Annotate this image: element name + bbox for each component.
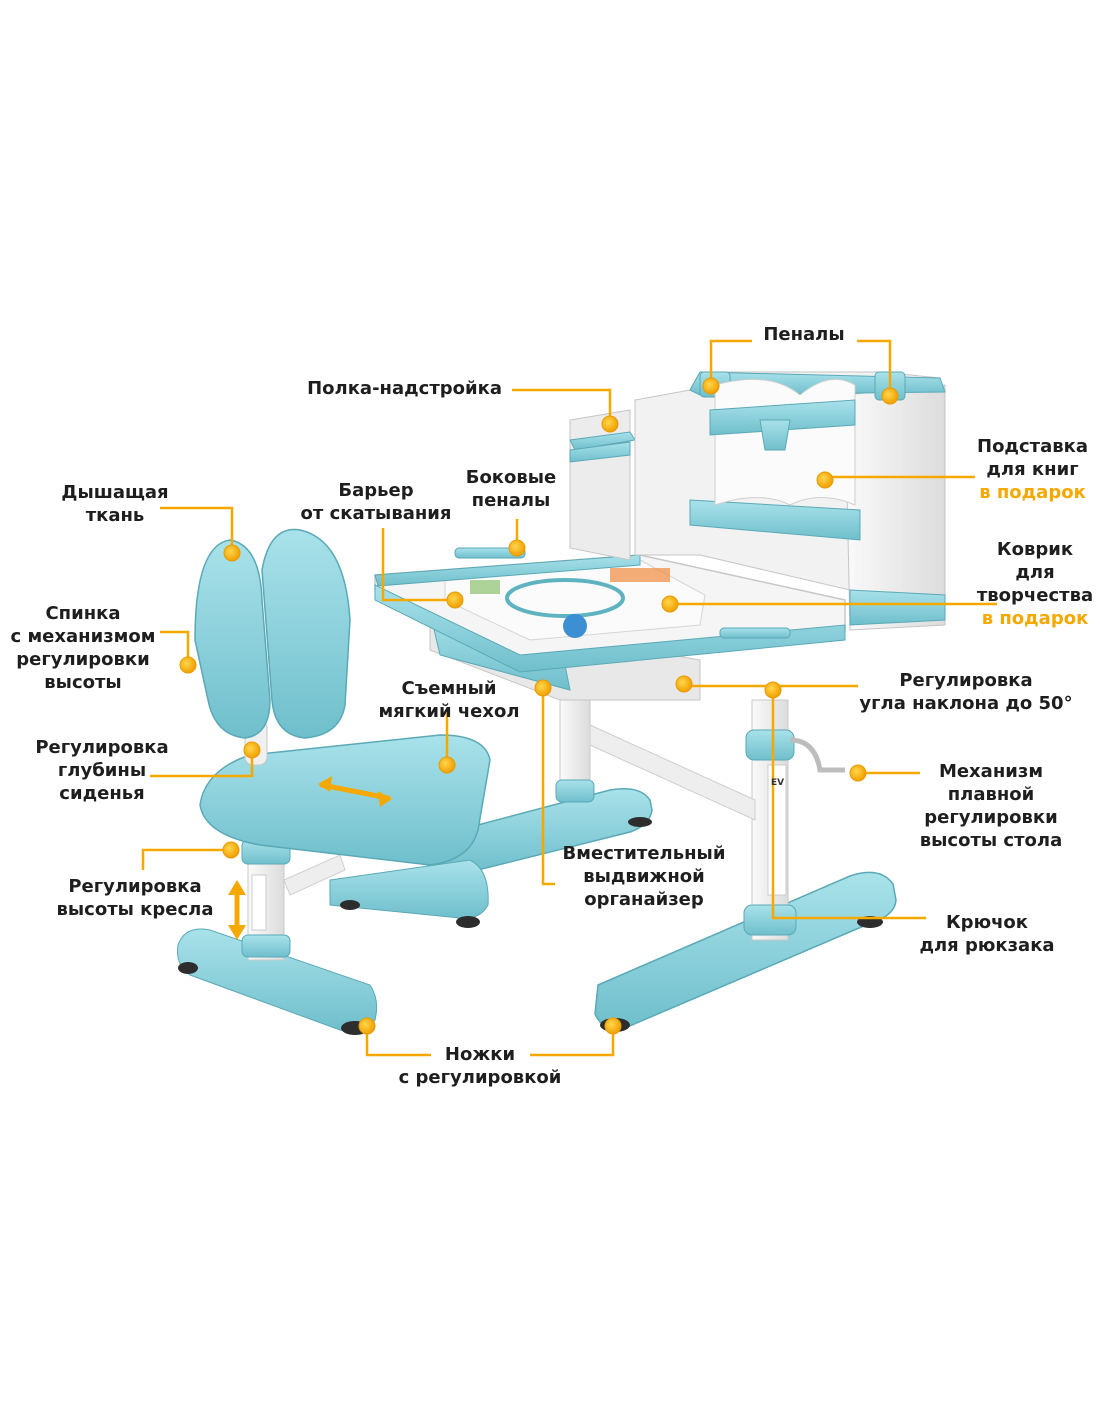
marker-dot-podstavka: [816, 471, 834, 489]
label-bokovye-line-2: пеналы: [471, 490, 551, 511]
label-podstavka-gift: в подарок: [979, 482, 1086, 503]
anti-roll-barrier: [374, 554, 641, 587]
label-spinka-line-3: регулировки: [16, 649, 150, 670]
label-spinka-line-2: с механизмом: [10, 626, 156, 647]
chair-backrest-left: [194, 539, 271, 739]
label-dyshashchaya-tkan: Дышащая ткань: [50, 481, 180, 527]
label-nozhki-line-1: Ножки: [444, 1044, 516, 1065]
label-chehol-line-1: Съемный: [401, 678, 497, 699]
crank-handle: [789, 737, 845, 773]
side-pencil-tray: [454, 547, 526, 559]
seat-depth-arrow: [319, 782, 391, 801]
label-organizer: Вместительный выдвижной органайзер: [556, 842, 732, 911]
marker-dot-kreslo: [222, 841, 240, 859]
marker-dot-nozhki-right: [604, 1017, 622, 1035]
label-penaly: Пеналы: [755, 323, 853, 346]
marker-dot-dyshashchaya: [223, 544, 241, 562]
marker-dot-organizer: [534, 679, 552, 697]
label-organizer-line-3: органайзер: [584, 889, 704, 910]
label-barier-line-1: Барьер: [338, 480, 414, 501]
label-chehol: Съемный мягкий чехол: [375, 677, 523, 723]
label-glubina-line-3: сиденья: [59, 783, 145, 804]
marker-dot-kovrik: [661, 595, 679, 613]
marker-dot-spinka: [179, 656, 197, 674]
label-kovrik-line-3: творчества: [976, 585, 1094, 606]
label-kryuchok-line-2: для рюкзака: [919, 935, 1055, 956]
label-naklon: Регулировка угла наклона до 50°: [858, 669, 1074, 715]
label-mehanizm: Механизм плавной регулировки высоты стол…: [915, 760, 1067, 852]
label-glubina-line-2: глубины: [57, 760, 147, 781]
chair-backrest-right: [261, 528, 351, 739]
marker-dot-barier: [446, 591, 464, 609]
label-organizer-line-1: Вместительный: [562, 843, 726, 864]
label-penaly-line-1: Пеналы: [763, 324, 845, 345]
label-polka-nadstroyka: Полка-надстройка: [290, 377, 502, 400]
label-mehanizm-line-1: Механизм: [938, 761, 1044, 782]
label-spinka-line-4: высоты: [44, 672, 122, 693]
label-kreslo: Регулировка высоты кресла: [50, 875, 220, 921]
label-barier: Барьер от скатывания: [300, 479, 452, 525]
label-organizer-line-2: выдвижной: [583, 866, 705, 887]
label-kovrik: Коврик для творчества в подарок: [972, 538, 1098, 630]
label-barier-line-2: от скатывания: [300, 503, 452, 524]
marker-dot-bokovye: [508, 539, 526, 557]
marker-dot-glubina: [243, 741, 261, 759]
label-glubina-line-1: Регулировка: [35, 737, 169, 758]
label-dyshashchaya-line-2: ткань: [85, 505, 145, 526]
marker-dot-penaly-right: [881, 387, 899, 405]
label-chehol-line-2: мягкий чехол: [378, 701, 520, 722]
label-kryuchok-line-1: Крючок: [945, 912, 1029, 933]
label-nozhki-line-2: с регулировкой: [398, 1067, 562, 1088]
label-spinka: Спинка с механизмом регулировки высоты: [8, 602, 158, 694]
label-naklon-line-2: угла наклона до 50°: [859, 693, 1073, 714]
label-kovrik-line-2: для: [1015, 562, 1055, 583]
label-bokovye-line-1: Боковые: [465, 467, 557, 488]
label-mehanizm-line-4: высоты стола: [919, 830, 1063, 851]
label-bokovye-penaly: Боковые пеналы: [460, 466, 562, 512]
marker-dot-mehanizm: [849, 764, 867, 782]
label-kovrik-gift: в подарок: [981, 608, 1089, 629]
label-polka-line-1: Полка-надстройка: [307, 378, 502, 399]
label-kreslo-line-2: высоты кресла: [56, 899, 214, 920]
label-mehanizm-line-3: регулировки: [924, 807, 1058, 828]
marker-dot-naklon: [675, 675, 693, 693]
chair: [177, 528, 491, 1035]
label-nozhki: Ножки с регулировкой: [390, 1043, 570, 1089]
label-podstavka-line-2: для книг: [986, 459, 1079, 480]
label-mehanizm-line-2: плавной: [947, 784, 1035, 805]
book-stand: [709, 378, 856, 506]
marker-dot-kryuchok: [764, 681, 782, 699]
chair-seat: [199, 734, 491, 866]
marker-dot-nozhki-left: [358, 1017, 376, 1035]
label-podstavka-line-1: Подставка: [977, 436, 1088, 457]
label-dyshashchaya-line-1: Дышащая: [61, 482, 169, 503]
product-logo: EV: [771, 778, 784, 788]
label-kryuchok: Крючок для рюкзака: [915, 911, 1059, 957]
label-podstavka: Подставка для книг в подарок: [970, 435, 1095, 504]
label-naklon-line-1: Регулировка: [899, 670, 1033, 691]
label-spinka-line-1: Спинка: [45, 603, 121, 624]
desk: [374, 371, 946, 1032]
marker-dot-chehol: [438, 756, 456, 774]
marker-dot-penaly-left: [702, 377, 720, 395]
label-glubina: Регулировка глубины сиденья: [30, 736, 174, 805]
marker-dot-polka: [601, 415, 619, 433]
label-kreslo-line-1: Регулировка: [68, 876, 202, 897]
label-kovrik-line-1: Коврик: [996, 539, 1074, 560]
marker-dots: [179, 377, 899, 1035]
